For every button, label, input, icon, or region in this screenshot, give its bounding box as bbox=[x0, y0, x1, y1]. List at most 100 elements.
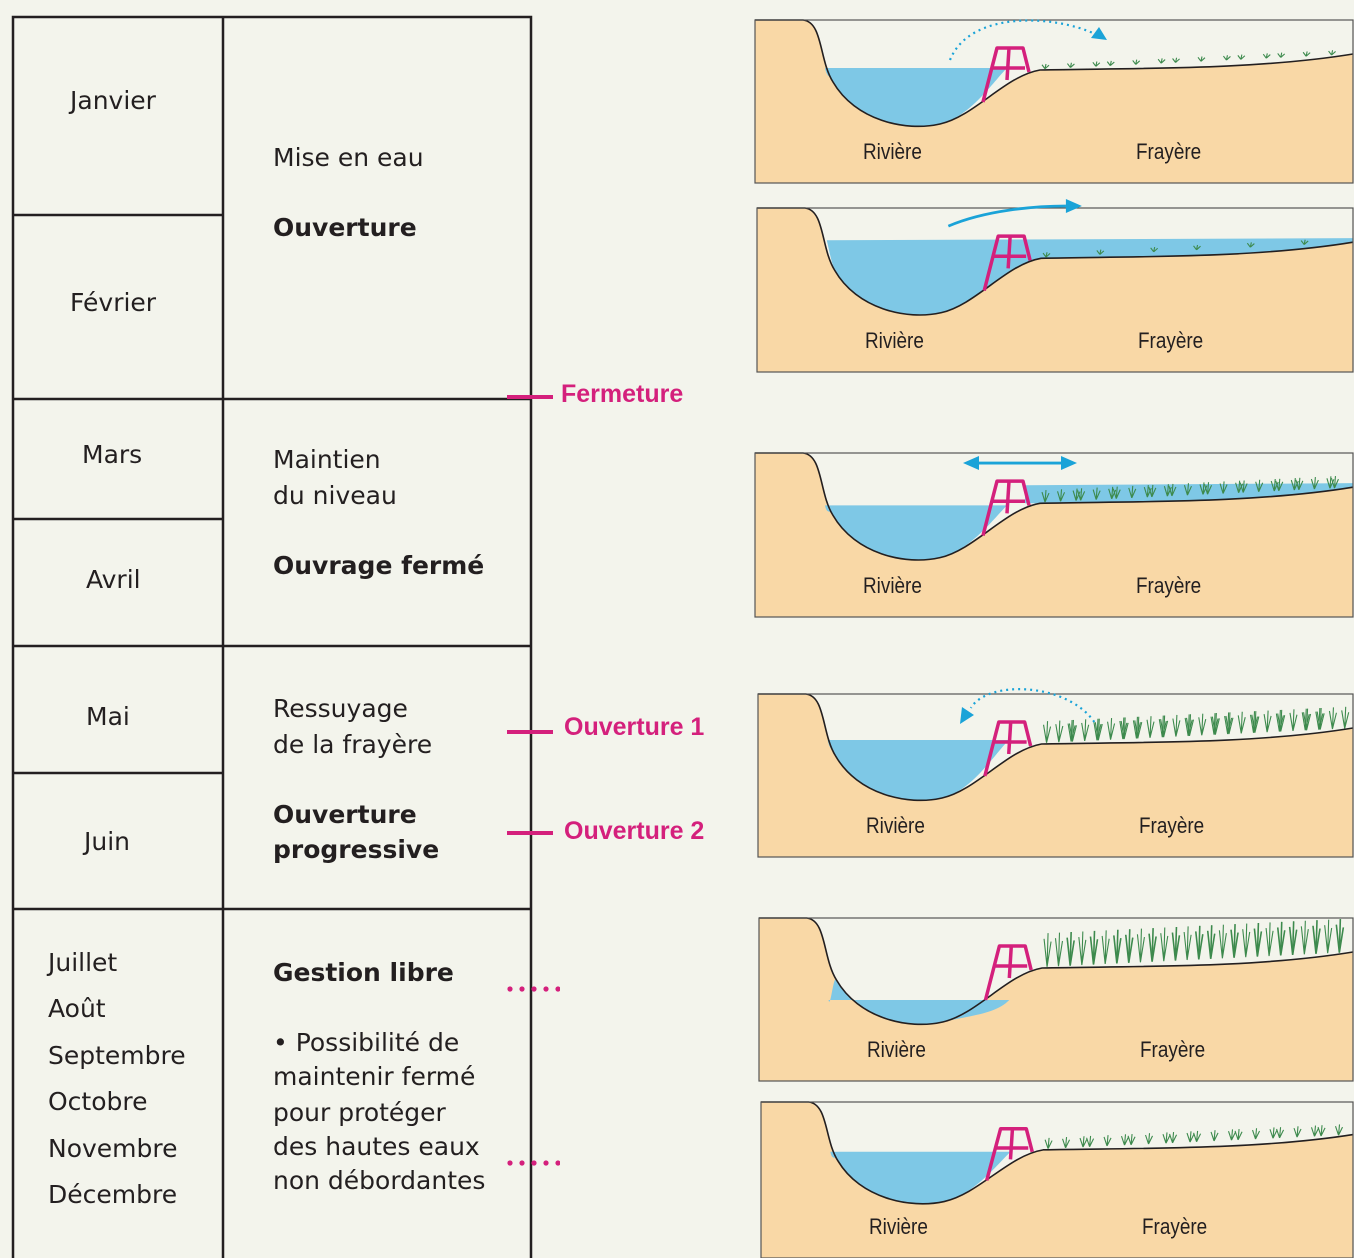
panel-label-frayere: Frayère bbox=[1140, 1037, 1205, 1063]
grass-tuft bbox=[1325, 920, 1332, 954]
grass-tuft bbox=[1133, 60, 1140, 65]
arrow-head bbox=[963, 456, 979, 470]
grass-tuft bbox=[1080, 1136, 1087, 1147]
panel-label-riviere: Rivière bbox=[863, 139, 922, 165]
grass-tuft bbox=[1329, 50, 1336, 55]
grass-tuft bbox=[1107, 61, 1114, 66]
grass-tuft bbox=[1266, 922, 1273, 956]
panel-label-frayere: Frayère bbox=[1142, 1214, 1207, 1240]
panel-label-frayere: Frayère bbox=[1136, 139, 1201, 165]
grass-tuft bbox=[1290, 921, 1297, 955]
grass-tuft bbox=[1243, 924, 1250, 958]
grass-tuft bbox=[1263, 53, 1270, 58]
grass-tuft bbox=[1223, 55, 1230, 60]
bank bbox=[758, 694, 1353, 857]
grass-tuft bbox=[1173, 927, 1180, 961]
grass-tuft bbox=[1238, 712, 1245, 734]
grass-tuft bbox=[1042, 64, 1049, 69]
grass-tuft bbox=[1255, 923, 1262, 957]
grass-tuft bbox=[1336, 1124, 1343, 1135]
arrow-head bbox=[1066, 199, 1082, 213]
grass-tuft bbox=[1158, 58, 1165, 63]
panel-label-riviere: Rivière bbox=[865, 328, 924, 354]
arrow-head bbox=[960, 707, 974, 724]
grass-tuft bbox=[1208, 925, 1215, 959]
grass-tuft bbox=[1184, 926, 1191, 960]
grass-tuft bbox=[1114, 930, 1121, 964]
bank bbox=[761, 1102, 1353, 1258]
grass-tuft bbox=[1067, 932, 1074, 966]
grass-tuft bbox=[1303, 51, 1310, 56]
flow-arrow-dotted bbox=[950, 21, 1095, 60]
grass-tuft bbox=[1229, 1129, 1236, 1140]
grass-tuft bbox=[1238, 55, 1245, 60]
grass-tuft bbox=[1055, 933, 1062, 967]
arrow-head bbox=[1061, 456, 1077, 470]
grass-tuft bbox=[1294, 1126, 1301, 1137]
panel-label-frayere: Frayère bbox=[1138, 328, 1203, 354]
cross-section-panel bbox=[761, 1102, 1353, 1258]
grass-tuft bbox=[1173, 715, 1180, 737]
grass-tuft bbox=[1044, 933, 1051, 967]
grass-tuft bbox=[1231, 924, 1238, 958]
grass-tuft bbox=[1337, 919, 1344, 953]
panel-label-frayere: Frayère bbox=[1136, 573, 1201, 599]
grass-tuft bbox=[1093, 62, 1100, 67]
grass-tuft bbox=[1082, 719, 1089, 741]
grass-tuft bbox=[1264, 711, 1271, 733]
grass-tuft bbox=[1161, 928, 1168, 962]
grass-tuft bbox=[1170, 1132, 1177, 1143]
grass-tuft bbox=[1198, 56, 1205, 61]
cross-section-panel bbox=[759, 918, 1353, 1081]
grass-tuft bbox=[1128, 1134, 1135, 1145]
grass-tuft bbox=[1278, 922, 1285, 956]
grass-tuft bbox=[1044, 721, 1051, 743]
grass-tuft bbox=[1253, 1128, 1260, 1139]
grass-tuft bbox=[1329, 707, 1336, 729]
grass-tuft bbox=[1196, 926, 1203, 960]
panel-label-riviere: Rivière bbox=[863, 573, 922, 599]
grass-tuft bbox=[1091, 931, 1098, 965]
grass-tuft bbox=[1045, 1138, 1052, 1149]
cross-section-panel bbox=[757, 199, 1353, 372]
grass-tuft bbox=[1163, 1132, 1170, 1143]
flow-arrow-solid bbox=[948, 206, 1066, 226]
grass-tuft bbox=[1126, 929, 1133, 963]
grass-tuft bbox=[1121, 1134, 1128, 1145]
grass-tuft bbox=[1301, 921, 1308, 955]
grass-tuft bbox=[1063, 1137, 1070, 1148]
grass-tuft bbox=[1194, 1131, 1201, 1142]
grass-tuft bbox=[1270, 1127, 1277, 1138]
grass-tuft bbox=[1187, 1131, 1194, 1142]
grass-tuft bbox=[1079, 931, 1086, 965]
grass-tuft bbox=[1147, 716, 1154, 738]
cross-section-panel bbox=[755, 453, 1353, 617]
panel-label-riviere: Rivière bbox=[867, 1037, 926, 1063]
cross-section-panel bbox=[758, 689, 1353, 857]
grass-tuft bbox=[1146, 1133, 1153, 1144]
grass-tuft bbox=[1087, 1136, 1094, 1147]
panel-label-frayere: Frayère bbox=[1139, 813, 1204, 839]
grass-tuft bbox=[1219, 925, 1226, 959]
grass-tuft bbox=[1311, 1126, 1318, 1137]
bank bbox=[755, 453, 1353, 617]
grass-tuft bbox=[1102, 930, 1109, 964]
grass-tuft bbox=[1137, 929, 1144, 963]
grass-tuft bbox=[1108, 718, 1115, 740]
grass-tuft bbox=[1211, 1130, 1218, 1141]
bank bbox=[755, 20, 1353, 183]
panel-label-riviere: Rivière bbox=[869, 1214, 928, 1240]
grass-tuft bbox=[1149, 928, 1156, 962]
grass-tuft bbox=[1277, 1127, 1284, 1138]
grass-tuft bbox=[1235, 1129, 1242, 1140]
grass-tuft bbox=[1199, 714, 1206, 736]
bank bbox=[757, 208, 1353, 372]
cross-section-panel bbox=[755, 20, 1353, 183]
arrow-head bbox=[1091, 27, 1107, 40]
grass-tuft bbox=[1313, 920, 1320, 954]
grass-tuft bbox=[1278, 53, 1285, 58]
grass-tuft bbox=[1056, 721, 1063, 743]
grass-tuft bbox=[1173, 58, 1180, 63]
grass-tuft bbox=[1067, 63, 1074, 68]
